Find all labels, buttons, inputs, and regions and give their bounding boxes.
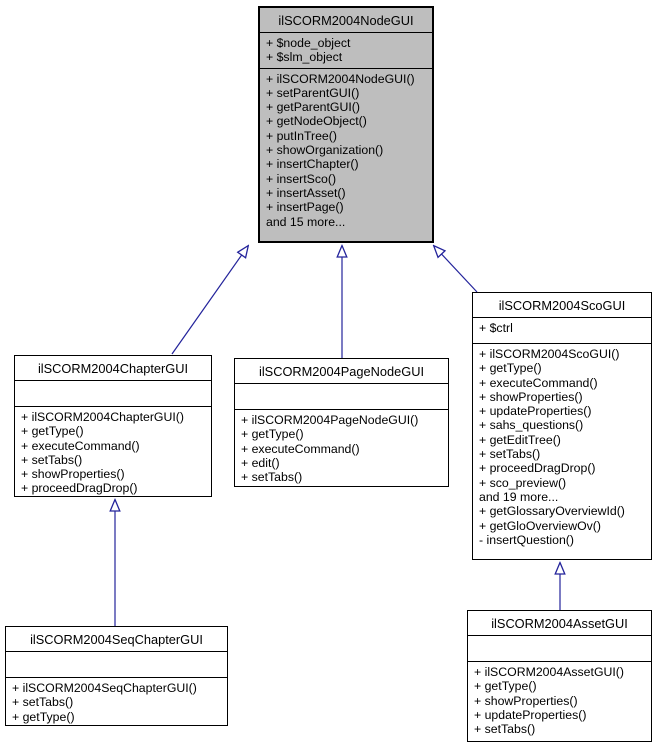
member: + proceedDragDrop() [21, 481, 138, 496]
member: + getType() [21, 424, 84, 439]
member: + getType() [474, 679, 537, 694]
member: + insertPage() [266, 200, 344, 215]
attributes-compartment: + $node_object+ $slm_object [260, 33, 432, 69]
member: + executeCommand() [241, 441, 360, 456]
class-box-ilscorm2004pagenodegui[interactable]: ilSCORM2004PageNodeGUI + ilSCORM2004Page… [234, 358, 449, 487]
member: + ilSCORM2004NodeGUI() [266, 71, 415, 86]
class-title[interactable]: ilSCORM2004SeqChapterGUI [6, 627, 227, 652]
attributes-compartment [468, 636, 651, 662]
class-title[interactable]: ilSCORM2004ScoGUI [473, 293, 651, 318]
methods-compartment: + ilSCORM2004ChapterGUI()+ getType()+ ex… [15, 407, 211, 496]
class-box-ilscorm2004seqchaptergui[interactable]: ilSCORM2004SeqChapterGUI + ilSCORM2004Se… [5, 626, 228, 726]
member: + getEditTree() [479, 432, 561, 447]
attributes-compartment: + $ctrl [473, 318, 651, 344]
attributes-compartment [6, 652, 227, 678]
class-title[interactable]: ilSCORM2004PageNodeGUI [235, 359, 448, 384]
methods-compartment: + ilSCORM2004AssetGUI()+ getType()+ show… [468, 662, 651, 741]
member: + ilSCORM2004PageNodeGUI() [241, 413, 419, 427]
class-title[interactable]: ilSCORM2004AssetGUI [468, 611, 651, 636]
member: + getType() [12, 709, 75, 724]
member: + getParentGUI() [266, 100, 360, 115]
member: + $node_object [266, 36, 351, 50]
member: + ilSCORM2004AssetGUI() [474, 665, 624, 679]
member: + ilSCORM2004SeqChapterGUI() [12, 681, 197, 695]
methods-compartment: + ilSCORM2004NodeGUI()+ setParentGUI()+ … [260, 69, 432, 241]
member: + getType() [479, 361, 542, 376]
member: + proceedDragDrop() [479, 461, 596, 476]
member: + insertAsset() [266, 185, 346, 200]
attributes-compartment [235, 384, 448, 410]
class-box-ilscorm2004scogui[interactable]: ilSCORM2004ScoGUI + $ctrl + ilSCORM2004S… [472, 292, 652, 560]
member: + getGloOverviewOv() [479, 518, 601, 533]
member: + setTabs() [21, 452, 83, 467]
methods-compartment: + ilSCORM2004PageNodeGUI()+ getType()+ e… [235, 410, 448, 486]
member: + showOrganization() [266, 143, 384, 158]
member: + showProperties() [474, 693, 578, 708]
member: + setTabs() [241, 470, 303, 485]
member: + updateProperties() [479, 404, 592, 419]
member: + setParentGUI() [266, 85, 360, 100]
member: + putInTree() [266, 128, 337, 143]
member: + getType() [241, 427, 304, 442]
member: + getNodeObject() [266, 114, 367, 129]
member: + sahs_questions() [479, 418, 584, 433]
member: + $slm_object [266, 50, 343, 65]
methods-compartment: + ilSCORM2004SeqChapterGUI()+ setTabs()+… [6, 678, 227, 725]
inheritance-arrow-ilSCORM2004ScoGUI-to-ilSCORM2004NodeGUI [434, 246, 478, 293]
member: + executeCommand() [21, 438, 140, 453]
methods-compartment: + ilSCORM2004ScoGUI()+ getType()+ execut… [473, 344, 651, 559]
class-title[interactable]: ilSCORM2004NodeGUI [260, 8, 432, 33]
member: + ilSCORM2004ChapterGUI() [21, 410, 184, 424]
class-title[interactable]: ilSCORM2004ChapterGUI [15, 356, 211, 381]
member: + $ctrl [479, 321, 513, 335]
member: + getGlossaryOverviewId() [479, 504, 625, 519]
member: + edit() [241, 455, 280, 470]
member: + executeCommand() [479, 375, 598, 390]
member: + setTabs() [479, 447, 541, 462]
member: + showProperties() [479, 389, 583, 404]
class-box-ilscorm2004nodegui[interactable]: ilSCORM2004NodeGUI + $node_object+ $slm_… [258, 6, 434, 243]
inheritance-arrow-ilSCORM2004ChapterGUI-to-ilSCORM2004NodeGUI [171, 246, 248, 355]
class-box-ilscorm2004assetgui[interactable]: ilSCORM2004AssetGUI + ilSCORM2004AssetGU… [467, 610, 652, 742]
member: and 19 more... [479, 489, 559, 504]
member: + showProperties() [21, 467, 125, 482]
member: + ilSCORM2004ScoGUI() [479, 347, 620, 361]
member: - insertQuestion() [479, 532, 574, 547]
member: + setTabs() [12, 695, 74, 710]
member: + sco_preview() [479, 475, 567, 490]
attributes-compartment [15, 381, 211, 407]
member: + updateProperties() [474, 707, 587, 722]
member: + insertSco() [266, 171, 337, 186]
member: + insertChapter() [266, 157, 359, 172]
class-box-ilscorm2004chaptergui[interactable]: ilSCORM2004ChapterGUI + ilSCORM2004Chapt… [14, 355, 212, 497]
member: and 15 more... [266, 214, 346, 229]
member: + setTabs() [474, 722, 536, 737]
